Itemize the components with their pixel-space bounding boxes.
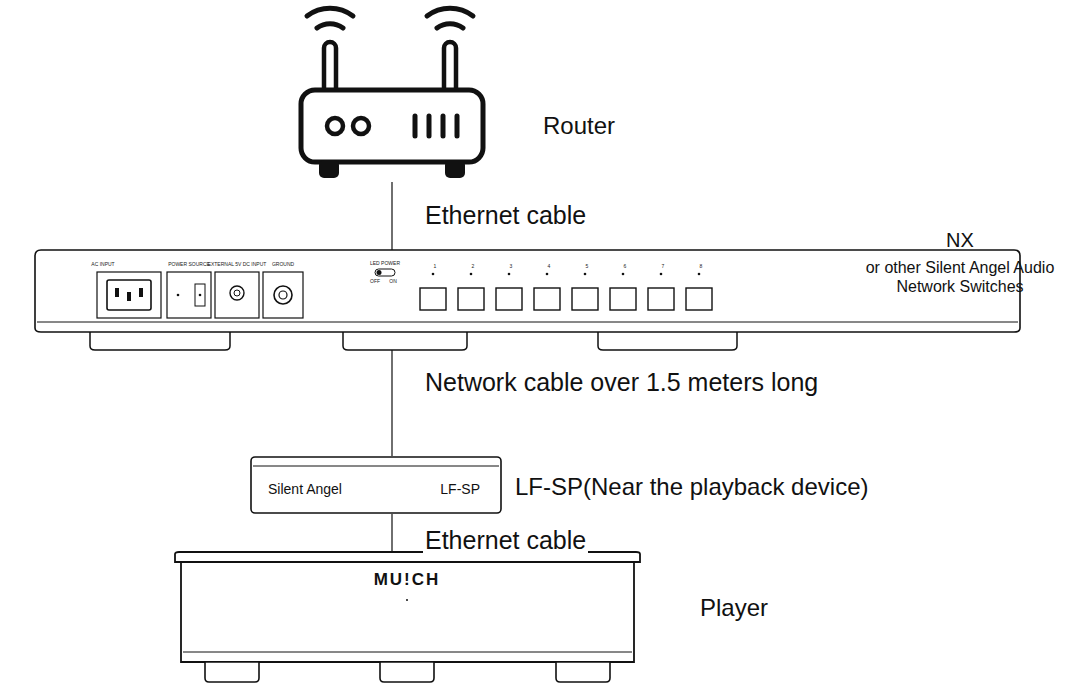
panel-label: EXTERNAL 5V DC INPUT	[208, 262, 267, 267]
cable-line	[391, 350, 392, 456]
panel-label: AC INPUT	[91, 262, 114, 267]
panel-label: 4	[548, 264, 551, 269]
panel-label: 6	[624, 264, 627, 269]
panel-label: 3	[510, 264, 513, 269]
node-label: LF-SP(Near the playback device)	[515, 473, 868, 502]
panel-label: LED POWER	[370, 261, 400, 266]
node-sublabel: or other Silent Angel Audio Network Swit…	[865, 258, 1055, 296]
cable-label: Ethernet cable	[423, 200, 588, 230]
router-icon-outline	[297, 0, 487, 182]
node-label: Router	[543, 112, 615, 141]
cable-label: Network cable over 1.5 meters long	[423, 367, 820, 397]
node-label: NX	[946, 228, 974, 252]
brand-logo: MU!CH	[374, 570, 441, 590]
cable-line	[391, 182, 392, 250]
panel-label: 2	[472, 264, 475, 269]
panel-label: 5	[586, 264, 589, 269]
panel-label: 1	[434, 264, 437, 269]
panel-label: GROUND	[272, 262, 294, 267]
cable-line	[391, 514, 392, 552]
panel-label: 7	[662, 264, 665, 269]
router-icon: Router	[297, 0, 487, 182]
model-text: LF-SP	[440, 481, 480, 498]
cable-label: Ethernet cable	[423, 525, 588, 555]
panel-label: POWER SOURCE	[168, 262, 210, 267]
node-label: Player	[700, 594, 768, 623]
panel-label: ON	[389, 279, 397, 284]
lf-sp-box: Silent AngelLF-SPLF-SP(Near the playback…	[250, 456, 502, 514]
panel-label: 8	[700, 264, 703, 269]
brand-text: Silent Angel	[268, 481, 342, 498]
panel-label: OFF	[370, 279, 380, 284]
player-device: MU!CHPlayer	[175, 552, 640, 682]
